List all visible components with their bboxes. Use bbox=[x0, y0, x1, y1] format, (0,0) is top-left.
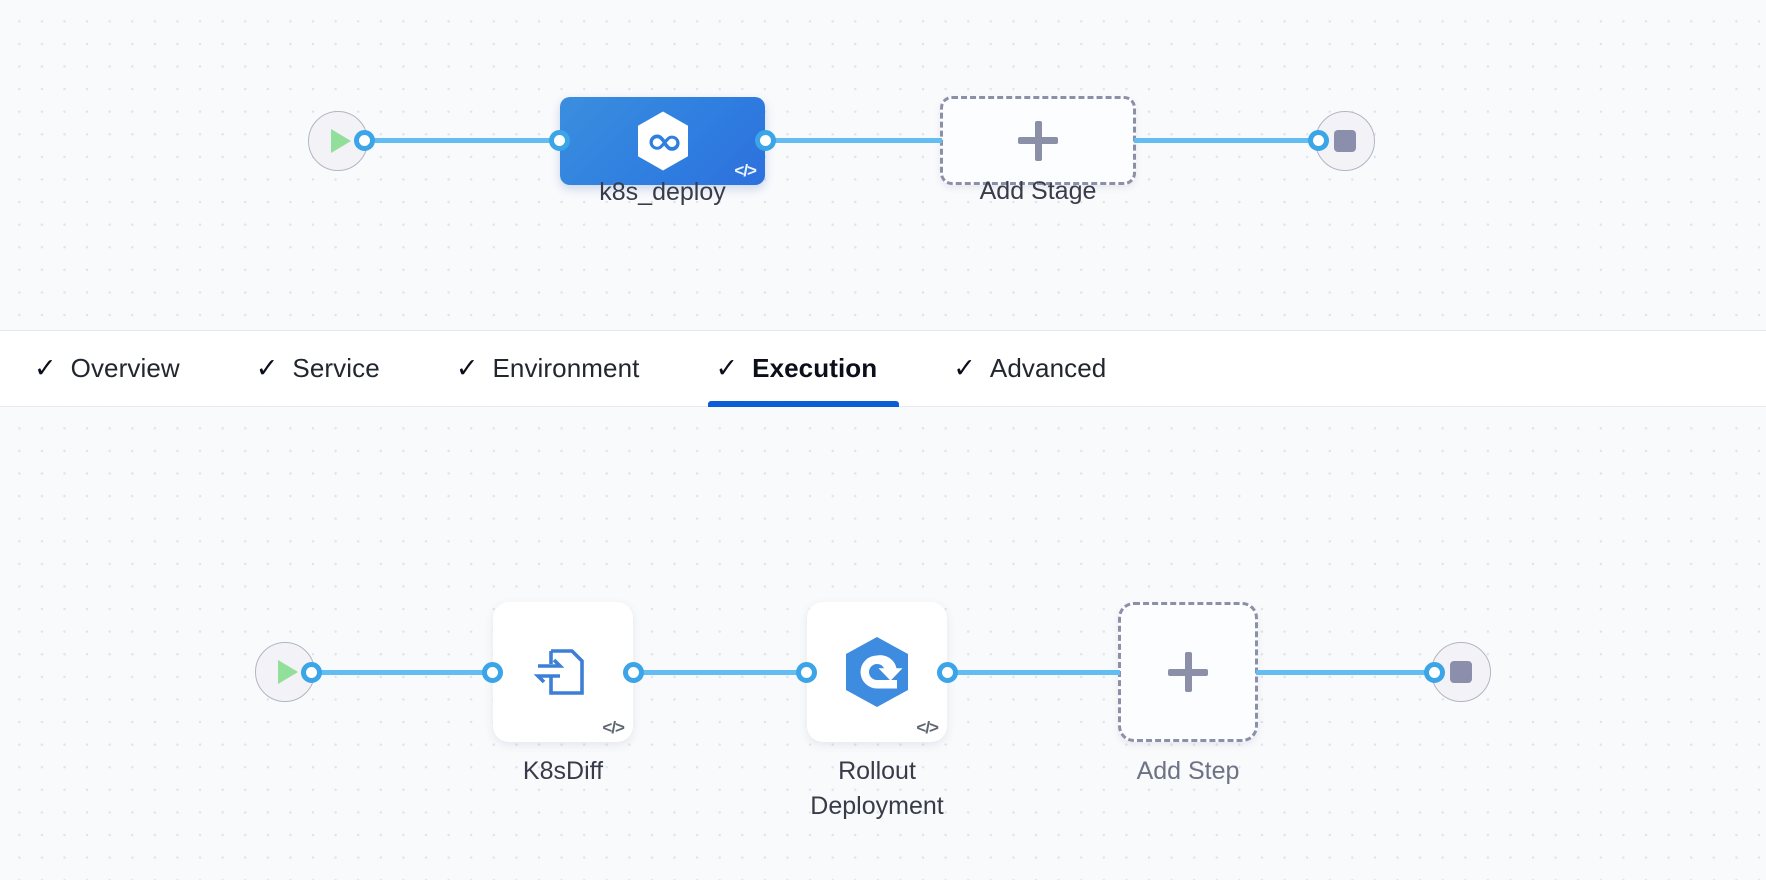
stage-canvas[interactable]: </> k8s_deploy Add Stage bbox=[0, 0, 1766, 331]
check-icon: ✓ bbox=[255, 353, 279, 383]
stage-node-k8s-deploy[interactable]: </> bbox=[560, 96, 765, 185]
check-icon: ✓ bbox=[455, 353, 479, 383]
tab-environment[interactable]: ✓ Environment bbox=[448, 331, 672, 407]
add-stage-button[interactable] bbox=[940, 96, 1136, 185]
add-stage-label: Add Stage bbox=[979, 177, 1097, 205]
check-icon: ✓ bbox=[953, 353, 976, 383]
edge-start-to-k8sdiff bbox=[320, 669, 484, 675]
k8s-diff-document-arrows-icon bbox=[530, 639, 596, 705]
step-node-rollout-deployment[interactable]: </> bbox=[807, 602, 947, 742]
port-exec-start-out[interactable] bbox=[301, 661, 322, 683]
tab-overview[interactable]: ✓ Overview bbox=[26, 331, 212, 407]
execution-graph-row: </> K8sDiff </> Rollout Deployment bbox=[255, 602, 1491, 820]
rollout-deployment-hexagon-icon bbox=[842, 635, 912, 709]
stage-config-tabs: ✓ Overview ✓ Service ✓ Environment ✓ Exe… bbox=[0, 331, 1766, 408]
play-icon bbox=[278, 660, 298, 684]
stop-icon bbox=[1334, 129, 1356, 152]
step-k8sdiff-label: K8sDiff bbox=[522, 757, 604, 785]
step-node-k8sdiff[interactable]: </> bbox=[493, 602, 633, 742]
port-stage-out[interactable] bbox=[755, 130, 776, 151]
port-exec-end-in[interactable] bbox=[1424, 661, 1445, 683]
play-icon bbox=[331, 128, 351, 153]
plus-icon bbox=[1018, 120, 1058, 161]
port-k8sdiff-in[interactable] bbox=[482, 661, 503, 683]
port-rollout-in[interactable] bbox=[796, 661, 817, 683]
edge-stage-to-add bbox=[774, 138, 942, 143]
port-end-in[interactable] bbox=[1308, 130, 1329, 151]
code-badge-icon[interactable]: </> bbox=[916, 718, 939, 737]
check-icon: ✓ bbox=[34, 353, 57, 383]
port-k8sdiff-out[interactable] bbox=[623, 661, 644, 683]
step-rollout-label: Rollout Deployment bbox=[810, 757, 944, 820]
edge-add-to-end bbox=[1134, 138, 1310, 143]
tab-service-label: Service bbox=[292, 353, 380, 383]
edge-start-to-stage bbox=[373, 138, 551, 143]
execution-start-node[interactable] bbox=[255, 642, 315, 702]
tab-environment-label: Environment bbox=[492, 353, 640, 383]
tab-execution[interactable]: ✓ Execution bbox=[707, 331, 910, 408]
edge-rollout-to-add bbox=[956, 669, 1120, 675]
code-badge-icon[interactable]: </> bbox=[602, 718, 625, 737]
execution-canvas[interactable]: </> K8sDiff </> Rollout Deployment bbox=[0, 407, 1766, 880]
stage-graph-row: </> k8s_deploy Add Stage bbox=[308, 96, 1375, 206]
stop-icon bbox=[1450, 661, 1472, 683]
plus-icon bbox=[1168, 652, 1208, 692]
tab-service[interactable]: ✓ Service bbox=[248, 331, 412, 407]
tab-advanced[interactable]: ✓ Advanced bbox=[945, 331, 1138, 407]
edge-k8sdiff-to-rollout bbox=[642, 669, 798, 675]
port-stage-in[interactable] bbox=[549, 130, 570, 151]
tab-overview-label: Overview bbox=[70, 353, 180, 383]
edge-add-to-exec-end bbox=[1256, 669, 1426, 675]
code-badge-icon[interactable]: </> bbox=[734, 160, 757, 180]
harness-cd-hexagon-icon bbox=[635, 110, 691, 172]
stage-node-label: k8s_deploy bbox=[599, 177, 726, 206]
add-step-label: Add Step bbox=[1136, 757, 1240, 785]
add-step-button[interactable] bbox=[1118, 602, 1258, 742]
tab-advanced-label: Advanced bbox=[989, 353, 1107, 383]
port-start-out[interactable] bbox=[354, 130, 375, 151]
port-rollout-out[interactable] bbox=[937, 661, 958, 683]
check-icon: ✓ bbox=[715, 353, 739, 383]
execution-end-node[interactable] bbox=[1431, 642, 1491, 702]
tab-execution-label: Execution bbox=[752, 353, 878, 383]
